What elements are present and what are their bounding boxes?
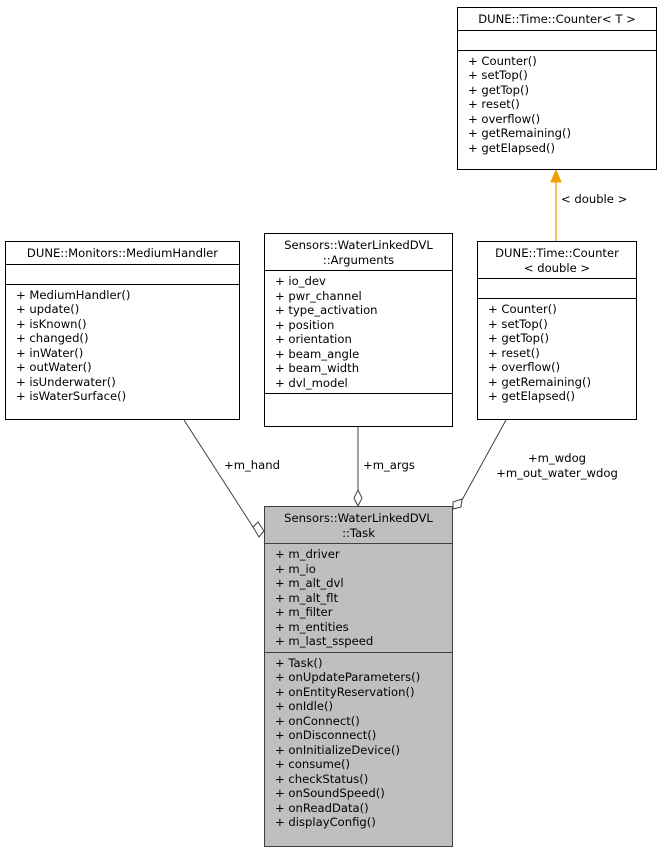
attributes-section: + io_dev + pwr_channel + type_activation… [265, 271, 452, 394]
class-title-line: Sensors::WaterLinkedDVL [284, 511, 433, 525]
method-item: + isWaterSurface() [16, 389, 127, 403]
edge-label-line: +m_out_water_wdog [496, 465, 618, 480]
class-title: Sensors::WaterLinkedDVL ::Arguments [265, 234, 452, 271]
method-item: + onReadData() [275, 800, 369, 815]
attribute-item: + dvl_model [275, 375, 348, 390]
method-item: + checkStatus() [275, 771, 369, 786]
attributes-section: + m_driver + m_io + m_alt_dvl + m_alt_fl… [265, 544, 452, 653]
method-item: + reset() [488, 345, 540, 360]
method-item: + update() [16, 302, 80, 316]
methods-section: + Task() + onUpdateParameters() + onEnti… [265, 653, 452, 833]
class-title: DUNE::Time::Counter< T > [458, 8, 656, 31]
attribute-item: + beam_angle [275, 346, 360, 361]
attribute-item: + m_filter [275, 605, 333, 619]
method-item: + getRemaining() [488, 374, 592, 389]
method-item: + inWater() [16, 345, 84, 360]
class-task[interactable]: Sensors::WaterLinkedDVL ::Task + m_drive… [264, 506, 453, 847]
method-item: + outWater() [16, 360, 92, 374]
method-item: + reset() [468, 97, 520, 111]
class-title-line: Sensors::WaterLinkedDVL [284, 238, 433, 252]
class-title: DUNE::Monitors::MediumHandler [6, 242, 239, 265]
method-item: + overflow() [488, 360, 561, 374]
class-counter-template[interactable]: DUNE::Time::Counter< T > + Counter() + s… [457, 7, 657, 170]
method-item: + Counter() [468, 53, 537, 68]
class-arguments[interactable]: Sensors::WaterLinkedDVL ::Arguments + io… [264, 233, 453, 427]
method-item: + Counter() [488, 302, 557, 316]
method-item: + overflow() [468, 111, 541, 126]
edge-label-m-args: +m_args [363, 458, 415, 472]
method-item: + getTop() [488, 331, 550, 345]
attribute-item: + position [275, 317, 335, 332]
attribute-item: + m_driver [275, 547, 340, 561]
aggregation-diamond-icon [452, 498, 463, 510]
inheritance-arrowhead-icon [550, 168, 562, 183]
class-title: DUNE::Time::Counter < double > [478, 242, 636, 279]
method-item: + getElapsed() [488, 389, 576, 403]
methods-section: + Counter() + setTop() + getTop() + rese… [458, 51, 656, 159]
attribute-item: + io_dev [275, 274, 326, 288]
method-item: + consume() [275, 757, 351, 771]
edge-m-hand [183, 419, 254, 528]
method-item: + onInitializeDevice() [275, 742, 401, 757]
method-item: + onIdle() [275, 699, 334, 713]
method-item: + onSoundSpeed() [275, 786, 385, 800]
attribute-item: + m_alt_dvl [275, 576, 344, 590]
attribute-item: + orientation [275, 332, 352, 346]
edge-label-template-arg: < double > [561, 192, 628, 206]
class-title-line: ::Task [342, 525, 375, 540]
attributes-section [6, 265, 239, 285]
class-counter-double[interactable]: DUNE::Time::Counter < double > + Counter… [477, 241, 637, 420]
method-item: + onDisconnect() [275, 728, 377, 742]
class-medium-handler[interactable]: DUNE::Monitors::MediumHandler + MediumHa… [5, 241, 240, 420]
attribute-item: + m_entities [275, 619, 349, 634]
attribute-item: + beam_width [275, 361, 360, 375]
method-item: + onConnect() [275, 713, 360, 728]
class-title: Sensors::WaterLinkedDVL ::Task [265, 507, 452, 544]
edge-label-line: +m_wdog [527, 451, 587, 465]
method-item: + setTop() [488, 316, 548, 331]
method-item: + changed() [16, 331, 89, 345]
class-title-line: DUNE::Time::Counter [495, 246, 619, 260]
edge-label-m-wdog: +m_wdog +m_out_water_wdog [487, 451, 627, 480]
attributes-section [478, 279, 636, 299]
method-item: + Task() [275, 655, 323, 670]
class-title-line: ::Arguments [322, 252, 395, 267]
attribute-item: + type_activation [275, 303, 378, 317]
method-item: + isKnown() [16, 316, 87, 331]
method-item: + isUnderwater() [16, 374, 116, 389]
attribute-item: + m_last_sspeed [275, 634, 374, 648]
aggregation-diamond-icon [252, 521, 265, 538]
aggregation-diamond-icon [353, 488, 363, 508]
method-item: + getTop() [468, 82, 530, 97]
attributes-section [458, 31, 656, 51]
edge-label-m-hand: +m_hand [224, 458, 280, 472]
methods-section: + Counter() + setTop() + getTop() + rese… [478, 299, 636, 407]
attribute-item: + pwr_channel [275, 288, 362, 303]
method-item: + MediumHandler() [16, 287, 131, 302]
method-item: + onUpdateParameters() [275, 670, 421, 684]
class-title-line: < double > [523, 260, 591, 275]
method-item: + displayConfig() [275, 815, 376, 829]
attribute-item: + m_alt_flt [275, 590, 339, 605]
method-item: + getRemaining() [468, 126, 572, 140]
method-item: + setTop() [468, 68, 528, 82]
methods-section [265, 394, 452, 413]
attribute-item: + m_io [275, 561, 316, 576]
method-item: + getElapsed() [468, 140, 556, 155]
methods-section: + MediumHandler() + update() + isKnown()… [6, 285, 239, 407]
method-item: + onEntityReservation() [275, 684, 415, 699]
